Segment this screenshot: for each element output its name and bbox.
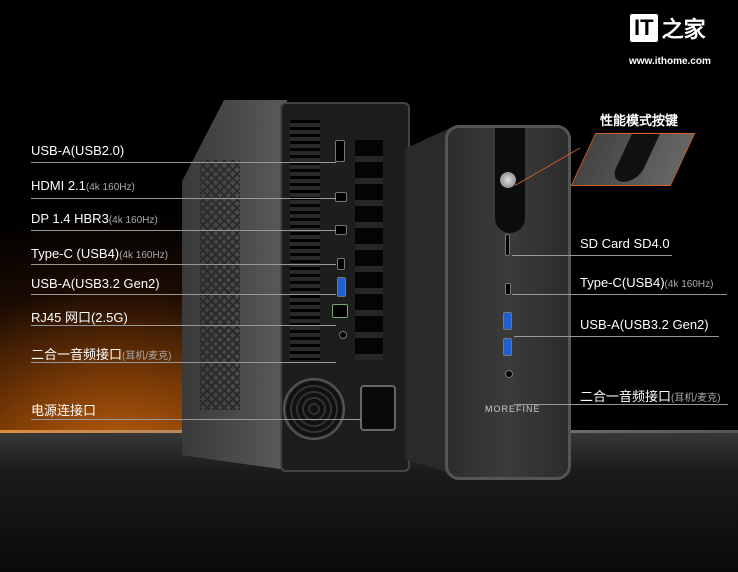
front-usb3-port-1 (503, 312, 512, 330)
callout-line (31, 162, 336, 163)
front-device-side (405, 128, 450, 473)
front-audio-jack (505, 370, 513, 378)
callout-line (514, 336, 719, 337)
label-hdmi: HDMI 2.1(4k 160Hz) (31, 178, 135, 193)
label-audio: 二合一音频接口(耳机/麦克) (31, 347, 172, 362)
callout-line (31, 325, 336, 326)
rear-vent-right (355, 140, 383, 360)
label-rj45: RJ45 网口(2.5G) (31, 310, 128, 325)
label-performance-button: 性能模式按键 (600, 113, 679, 128)
front-usb3-port-2 (503, 338, 512, 356)
callout-line (31, 362, 336, 363)
label-front-type-c: Type-C(USB4)(4k 160Hz) (580, 275, 714, 290)
usb-c-port (337, 258, 345, 270)
callout-line (31, 294, 336, 295)
front-usb-c-port (505, 283, 511, 295)
label-front-usb3: USB-A(USB3.2 Gen2) (580, 317, 709, 332)
label-dp: DP 1.4 HBR3(4k 160Hz) (31, 211, 158, 226)
callout-line (512, 294, 727, 295)
callout-line (512, 255, 672, 256)
label-front-audio: 二合一音频接口(耳机/麦克) (580, 389, 721, 404)
hdmi-port (335, 192, 347, 202)
power-button (500, 172, 516, 188)
logo-url: www.ithome.com (629, 56, 711, 67)
usb3-port (337, 277, 346, 297)
rear-vent (290, 120, 320, 360)
logo-it: IT (630, 14, 658, 42)
callout-line (31, 419, 361, 420)
usb2-ports (335, 140, 345, 162)
sd-card-slot (505, 234, 510, 256)
label-usb3: USB-A(USB3.2 Gen2) (31, 276, 160, 291)
power-connector (360, 385, 396, 431)
logo-zh: 之家 (661, 17, 706, 42)
callout-line (31, 264, 336, 265)
callout-line (514, 404, 728, 405)
label-usb2: USB-A(USB2.0) (31, 143, 125, 158)
label-sd-card: SD Card SD4.0 (580, 236, 670, 251)
dp-port (335, 225, 347, 235)
callout-line (31, 198, 336, 199)
ithome-logo: IT 之家 (630, 12, 706, 44)
callout-line (31, 230, 336, 231)
label-power: 电源连接口 (31, 403, 97, 418)
brand-name: MOREFINE (485, 404, 541, 414)
audio-jack (339, 331, 347, 339)
rj45-port (332, 304, 348, 318)
label-type-c: Type-C (USB4)(4k 160Hz) (31, 246, 169, 261)
fan-grille (283, 378, 345, 440)
side-mesh-vent (200, 160, 240, 410)
